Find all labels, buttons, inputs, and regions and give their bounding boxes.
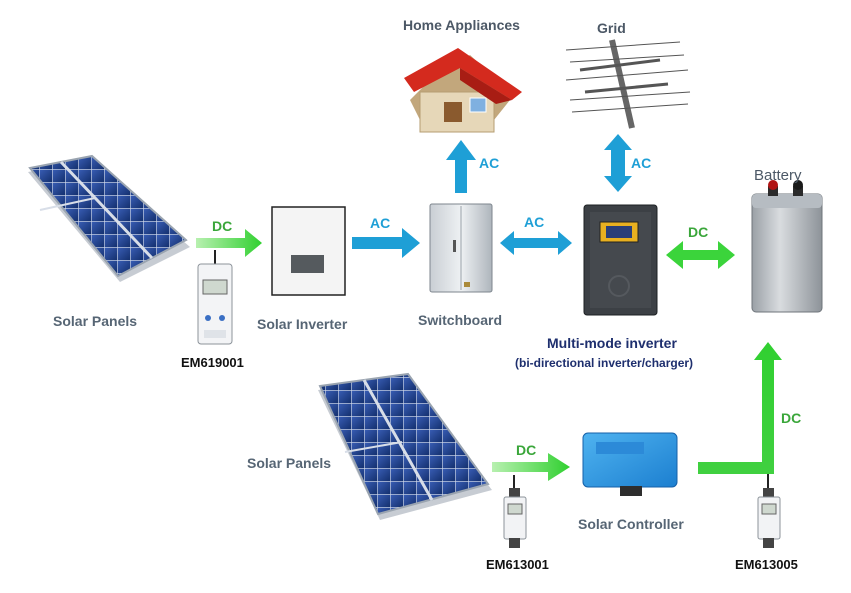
- dc-arrow-controller-to-battery: [698, 342, 782, 474]
- solar-panels-top-image: [28, 154, 190, 282]
- dc-label-battery: DC: [688, 224, 709, 240]
- multimode-inverter-label: Multi-mode inverter: [547, 335, 677, 351]
- home-appliances-label: Home Appliances: [403, 17, 520, 33]
- ac-label-grid: AC: [631, 155, 652, 171]
- dc-arrow-panels-to-controller: [492, 453, 570, 481]
- meter-label-em613001: EM613001: [486, 557, 549, 572]
- energy-meter-em613005: [757, 468, 781, 548]
- solar-panels-bottom-image: [318, 372, 492, 520]
- solar-panels-top-label: Solar Panels: [53, 313, 138, 329]
- multimode-inverter-sublabel: (bi-directional inverter/charger): [515, 356, 694, 370]
- dc-label-bottom: DC: [516, 442, 537, 458]
- ac-arrow-inverter-to-switchboard: [352, 228, 420, 258]
- energy-meter-em613001: [503, 475, 527, 548]
- energy-meter-em619001: [197, 250, 233, 345]
- ac-arrow-switchboard-multimode: [500, 231, 572, 255]
- battery-label: Battery: [754, 167, 802, 184]
- ac-label-home: AC: [479, 155, 500, 171]
- meter-label-em613005: EM613005: [735, 557, 798, 572]
- solar-controller-image: [582, 432, 678, 496]
- ac-arrow-grid-multimode: [604, 134, 632, 192]
- solar-inverter-image: [271, 206, 346, 296]
- switchboard-image: [429, 203, 493, 293]
- dc-arrows: [196, 229, 782, 481]
- dc-label-controller-battery: DC: [781, 410, 802, 426]
- meter-label-em619001: EM619001: [181, 355, 244, 370]
- ac-arrow-switchboard-to-home: [446, 140, 476, 193]
- battery-image: [751, 180, 823, 313]
- grid-label: Grid: [597, 20, 626, 36]
- ac-label-inverter-switchboard: AC: [370, 215, 391, 231]
- grid-pylon-image: [565, 39, 691, 129]
- multimode-inverter-image: [583, 204, 658, 316]
- ac-label-switchboard-multimode: AC: [524, 214, 545, 230]
- solar-controller-label: Solar Controller: [578, 516, 684, 532]
- solar-panels-bottom-label: Solar Panels: [247, 455, 332, 471]
- switchboard-label: Switchboard: [418, 312, 503, 328]
- house-image: [404, 48, 522, 133]
- dc-arrow-multimode-battery: [666, 241, 735, 269]
- solar-inverter-label: Solar Inverter: [257, 316, 348, 332]
- ac-arrows: [352, 134, 632, 258]
- dc-arrow-panels-to-inverter: [196, 229, 262, 257]
- dc-label-top: DC: [212, 218, 233, 234]
